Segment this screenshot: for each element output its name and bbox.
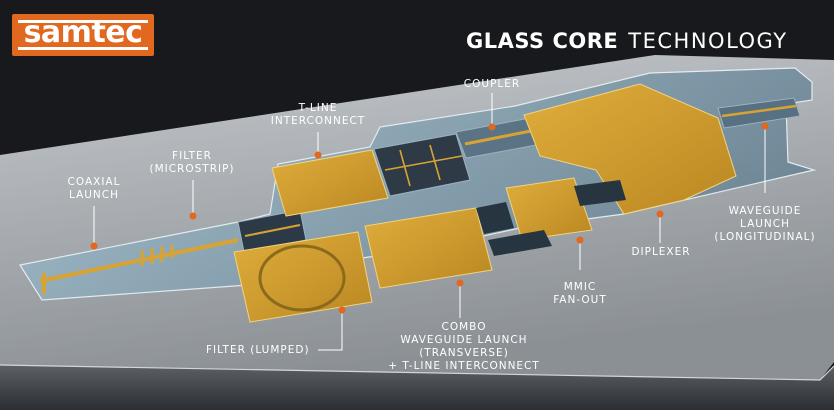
- label-coaxial-launch: COAXIAL LAUNCH: [68, 176, 121, 202]
- label-combo-waveguide: COMBO WAVEGUIDE LAUNCH (TRANSVERSE) + T-…: [388, 321, 540, 373]
- logo-text: samtec: [12, 15, 154, 50]
- label-filter-lumped: FILTER (LUMPED): [206, 344, 310, 357]
- label-diplexer: DIPLEXER: [631, 246, 690, 259]
- label-coupler: COUPLER: [464, 78, 520, 91]
- label-mmic-fanout: MMIC FAN-OUT: [553, 281, 607, 307]
- label-waveguide-longitudinal: WAVEGUIDE LAUNCH (LONGITUDINAL): [714, 205, 815, 244]
- samtec-logo: samtec: [12, 14, 154, 56]
- diagram-title: GLASS CORE TECHNOLOGY: [466, 29, 788, 53]
- label-filter-microstrip: FILTER (MICROSTRIP): [149, 150, 234, 176]
- title-strong: GLASS CORE: [466, 29, 618, 53]
- title-light: TECHNOLOGY: [628, 29, 787, 53]
- label-tline-interconnect: T-LINE INTERCONNECT: [271, 102, 365, 128]
